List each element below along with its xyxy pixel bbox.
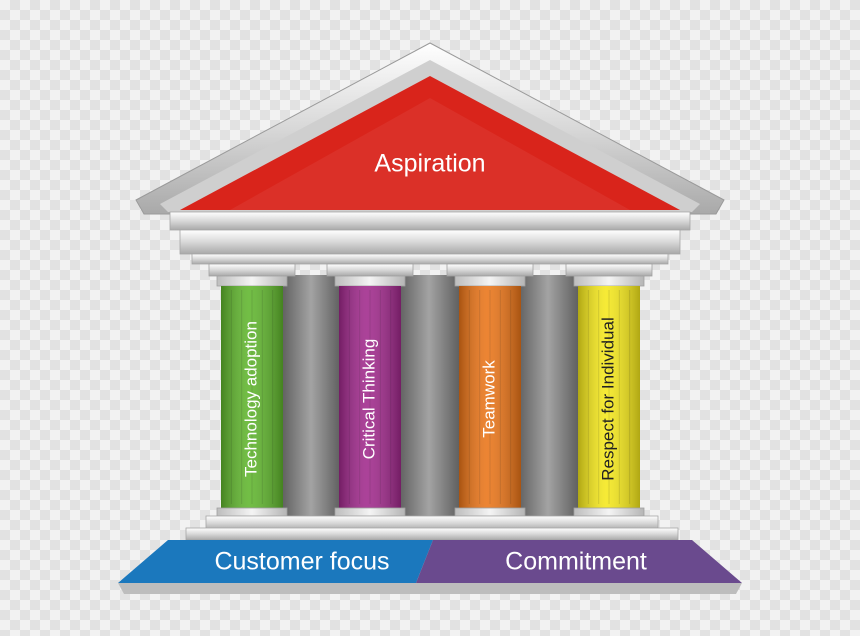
pillar-base [216, 507, 288, 517]
pillar-capital [326, 263, 414, 277]
pillar: Teamwork [446, 263, 534, 517]
roof: Aspiration [135, 42, 725, 215]
pillar: Respect for Individual [565, 263, 653, 517]
entablature-band [169, 211, 691, 231]
back-columns [281, 275, 579, 520]
foundation-left-block [118, 540, 433, 583]
entablature-band [179, 229, 681, 255]
pillar-label: Respect for Individual [598, 317, 617, 480]
roof-triangle-highlight [230, 98, 630, 210]
pillar-capital-neck [216, 275, 288, 287]
entablature-band [191, 253, 669, 265]
pillar-shading [459, 286, 521, 508]
pillar-capital-neck [454, 275, 526, 287]
pillar-capital [446, 263, 534, 277]
pillar: Technology adoption [208, 263, 296, 517]
pillar-base [454, 507, 526, 517]
base-steps [185, 515, 679, 541]
pillar-capital-neck [334, 275, 406, 287]
roof-triangle [180, 76, 680, 210]
pillar: Critical Thinking [326, 263, 414, 517]
entablature [169, 211, 691, 265]
base-step [185, 527, 679, 541]
pillar-base [334, 507, 406, 517]
foundation-right-label: Commitment [505, 548, 647, 576]
pillar-shading [578, 286, 640, 508]
pillar-shading [339, 286, 401, 508]
back-column [517, 275, 579, 520]
pillar-base [573, 507, 645, 517]
back-column [398, 275, 460, 520]
foundation-front-edge [118, 583, 742, 594]
pillar-shading [221, 286, 283, 508]
back-column [281, 275, 341, 520]
pillar-capital-neck [573, 275, 645, 287]
foundation-right-block [416, 540, 742, 583]
foundation-left-label: Customer focus [214, 548, 389, 576]
pillar-capital [565, 263, 653, 277]
foundation: Customer focus Commitment [118, 540, 742, 594]
pillar-capital [208, 263, 296, 277]
pillars: Technology adoption Critical Thinking Team… [208, 263, 653, 517]
pillar-label: Critical Thinking [359, 339, 378, 460]
pillar-label: Teamwork [479, 360, 498, 438]
pillar-label: Technology adoption [241, 321, 260, 477]
roof-label: Aspiration [374, 150, 485, 178]
